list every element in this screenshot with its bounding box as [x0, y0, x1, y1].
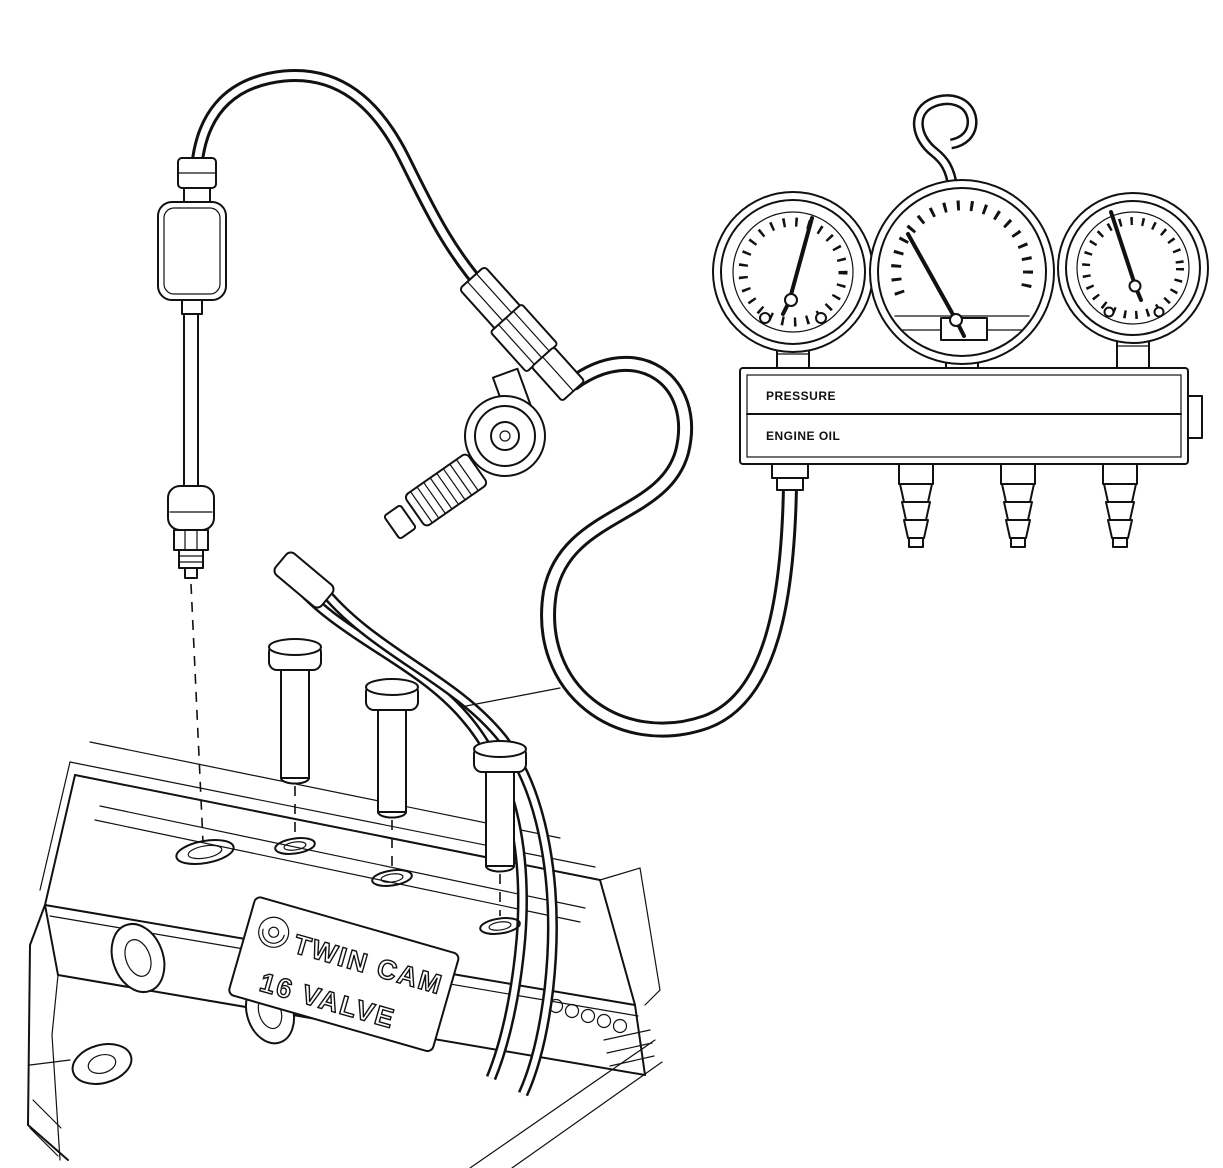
spark-plug-hole	[175, 839, 235, 865]
hose-port	[771, 463, 809, 491]
pressure-gauge-left	[712, 191, 874, 353]
barb-fitting	[898, 463, 934, 548]
gauge-manifold: PRESSURE ENGINE OIL	[739, 333, 1203, 548]
alignment-dashed-line	[190, 583, 204, 843]
cover-end-ribs	[469, 998, 663, 1168]
engine-block-left	[27, 904, 133, 1161]
wire-boot	[273, 551, 335, 609]
bleed-valve-knob	[404, 453, 488, 527]
charging-hose	[540, 356, 798, 738]
gauge-hook	[912, 94, 978, 189]
adapter-hose	[189, 68, 493, 299]
pressure-gauge-right	[1057, 192, 1209, 344]
bolt-boss	[110, 923, 166, 993]
pressure-gauge-center	[869, 179, 1055, 365]
ignition-wire	[315, 582, 561, 1097]
manifold-label-pressure: PRESSURE	[766, 389, 836, 403]
spark-plug-tube	[268, 638, 322, 855]
spark-plug-tube	[365, 678, 419, 887]
manifold-label-engine-oil: ENGINE OIL	[766, 429, 840, 443]
barb-fitting	[1102, 463, 1138, 548]
bleed-valve-assembly	[383, 266, 585, 540]
spark-plug-tube	[473, 740, 527, 935]
spark-plug-adapter	[157, 157, 227, 843]
barb-fitting	[1000, 463, 1036, 548]
